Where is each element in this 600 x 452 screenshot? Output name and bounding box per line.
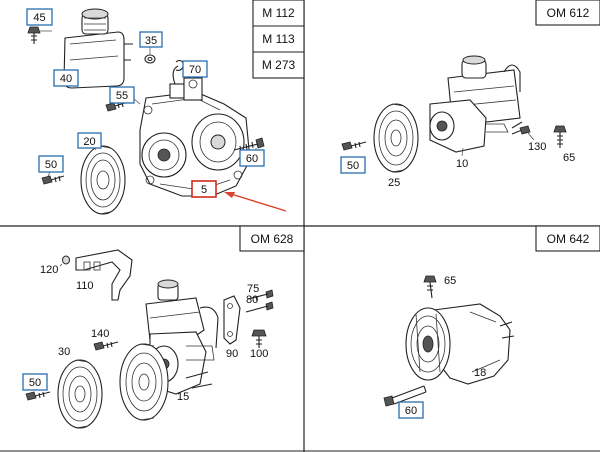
svg-text:45: 45 xyxy=(33,12,45,24)
label-110: 110 xyxy=(76,280,94,292)
bolt-60-br xyxy=(383,385,427,407)
bracket-90 xyxy=(223,295,241,345)
svg-text:50: 50 xyxy=(45,159,57,171)
label-15: 15 xyxy=(177,391,189,403)
pump-18 xyxy=(405,303,515,385)
callout-5: 5 xyxy=(191,180,217,198)
screw-50 xyxy=(41,171,65,185)
pump-with-reservoir-15 xyxy=(145,279,219,395)
pulley-25 xyxy=(373,103,419,173)
callout-50-bl: 50 xyxy=(22,373,48,391)
engine-label-om628: OM 628 xyxy=(239,225,305,252)
svg-text:50: 50 xyxy=(29,377,41,389)
bracket-110 xyxy=(75,249,133,301)
label-130: 130 xyxy=(528,141,546,153)
washer-120 xyxy=(62,255,70,265)
engine-label-m113: M 113 xyxy=(262,32,295,46)
svg-text:60: 60 xyxy=(405,405,417,417)
pulley-30 xyxy=(57,359,103,429)
label-65: 65 xyxy=(563,152,575,164)
panel-bottom-left: OM 628 xyxy=(22,225,305,429)
screw-80 xyxy=(245,301,274,313)
bolt-65 xyxy=(553,125,567,148)
callout-70: 70 xyxy=(182,60,208,78)
svg-text:5: 5 xyxy=(201,184,207,196)
callout-35: 35 xyxy=(139,31,163,48)
fluid-reservoir xyxy=(63,8,133,89)
label-120: 120 xyxy=(40,264,58,276)
svg-text:OM 642: OM 642 xyxy=(547,232,590,246)
seal-ring-35 xyxy=(144,47,156,64)
screw-50-bl xyxy=(25,391,51,401)
label-100: 100 xyxy=(250,348,268,360)
screw-50-tr xyxy=(341,141,367,151)
svg-text:OM 628: OM 628 xyxy=(251,232,294,246)
label-80: 80 xyxy=(246,294,258,306)
label-30: 30 xyxy=(58,346,70,358)
svg-text:20: 20 xyxy=(83,136,95,148)
engine-label-om642: OM 642 xyxy=(535,225,600,252)
svg-text:70: 70 xyxy=(189,64,201,76)
nut-130 xyxy=(519,125,535,141)
label-75: 75 xyxy=(247,283,259,295)
svg-text:OM 612: OM 612 xyxy=(547,6,590,20)
callout-50-tr: 50 xyxy=(340,156,366,174)
panel-bottom-right: OM 642 60 65 18 xyxy=(383,225,600,419)
engine-label-table: M 112 M 113 M 273 xyxy=(252,0,305,79)
callout-20: 20 xyxy=(77,132,102,149)
pulley-second xyxy=(119,343,169,421)
pump-with-reservoir-10 xyxy=(429,55,523,153)
callout-60-br: 60 xyxy=(398,401,424,419)
callout-40: 40 xyxy=(53,69,79,87)
pulley-20 xyxy=(80,145,126,215)
callout-55: 55 xyxy=(109,86,135,104)
red-arrow xyxy=(224,192,287,212)
svg-text:55: 55 xyxy=(116,90,128,102)
engine-label-m112: M 112 xyxy=(262,6,295,20)
screw-65-br xyxy=(423,275,437,299)
panel-top-right: OM 612 xyxy=(340,0,600,189)
screw-140 xyxy=(93,341,119,351)
screw-75 xyxy=(247,289,274,302)
label-65: 65 xyxy=(444,275,456,287)
callout-60: 60 xyxy=(239,149,265,167)
engine-label-om612: OM 612 xyxy=(535,0,600,26)
svg-text:50: 50 xyxy=(347,160,359,172)
label-25: 25 xyxy=(388,177,400,189)
screw-45 xyxy=(27,26,52,44)
engine-label-m273: M 273 xyxy=(262,58,296,72)
label-18: 18 xyxy=(474,367,486,379)
label-10: 10 xyxy=(456,158,468,170)
svg-text:60: 60 xyxy=(246,153,258,165)
label-90: 90 xyxy=(226,348,238,360)
bolt-60 xyxy=(233,137,265,153)
power-steering-pump xyxy=(139,65,251,197)
svg-text:35: 35 xyxy=(145,35,157,47)
callout-50: 50 xyxy=(38,155,64,173)
label-140: 140 xyxy=(91,328,109,340)
svg-text:40: 40 xyxy=(60,73,72,85)
panel-top-left: M 112 M 113 M 273 xyxy=(26,0,305,215)
screw-100 xyxy=(251,329,267,348)
callout-45: 45 xyxy=(26,8,53,26)
